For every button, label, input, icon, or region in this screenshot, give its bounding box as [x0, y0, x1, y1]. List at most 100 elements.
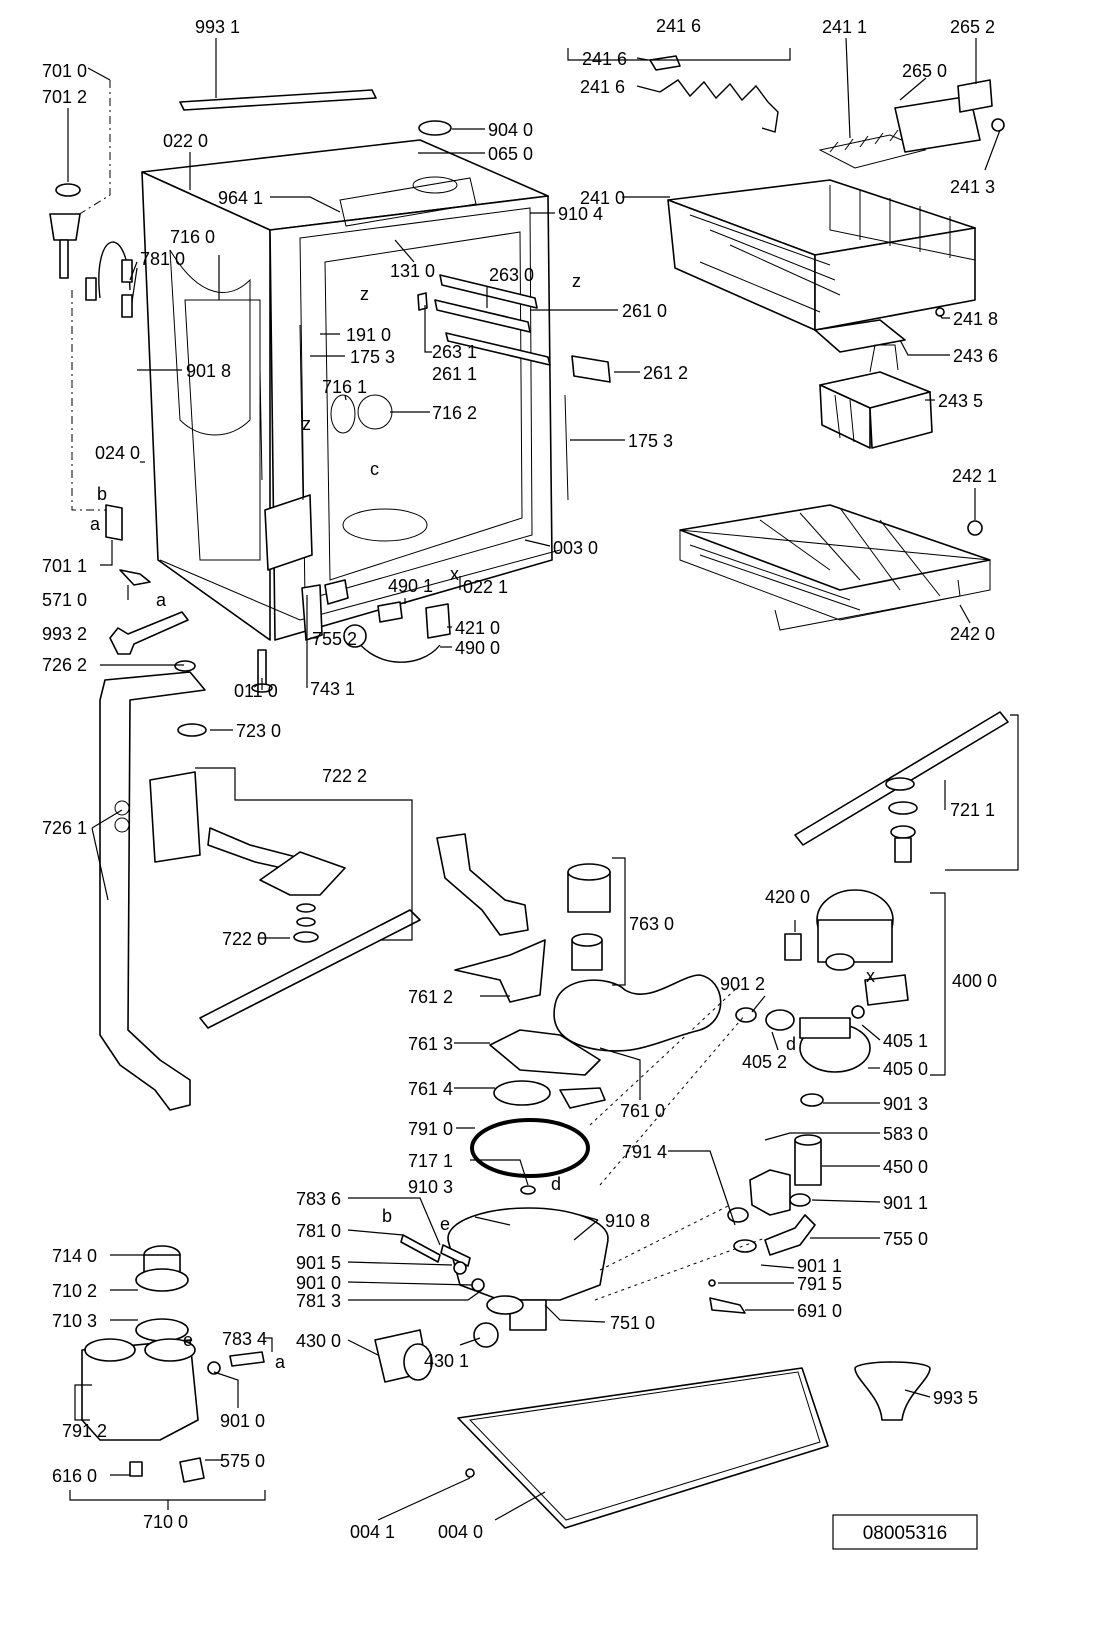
label-616-0: 616 0	[52, 1466, 97, 1486]
letter-z-3: z	[302, 414, 311, 434]
circulation-pipe-drawing	[99, 660, 206, 1111]
label-710-3: 710 3	[52, 1311, 97, 1331]
label-701-1: 701 1	[42, 556, 87, 576]
label-901-8: 901 8	[186, 361, 231, 381]
label-261-1: 261 1	[432, 364, 477, 384]
label-004-1: 004 1	[350, 1522, 395, 1542]
letter-b-2: b	[382, 1206, 392, 1226]
wrench-drawing	[109, 611, 189, 655]
label-242-0: 242 0	[950, 624, 995, 644]
label-726-2: 726 2	[42, 655, 87, 675]
spray-tube-drawing	[436, 833, 529, 936]
label-241-3: 241 3	[950, 177, 995, 197]
pump-housing-drawing	[708, 1007, 871, 1314]
label-450-0: 450 0	[883, 1157, 928, 1177]
label-761-4: 761 4	[408, 1079, 453, 1099]
cutlery-basket-drawing	[814, 319, 933, 449]
label-131-0: 131 0	[390, 261, 435, 281]
label-791-4: 791 4	[622, 1142, 667, 1162]
letter-e-1: e	[440, 1214, 450, 1234]
label-910-8: 910 8	[605, 1211, 650, 1231]
label-241-6-top: 241 6	[656, 16, 701, 36]
microfilter-drawing	[553, 974, 722, 1052]
base-plate-drawing	[457, 1367, 829, 1529]
connection-letters: z z z c b a a x x d d e e b a	[90, 271, 875, 1372]
drawing-code: 08005316	[863, 1523, 948, 1544]
label-743-1: 743 1	[310, 679, 355, 699]
label-964-1: 964 1	[218, 188, 263, 208]
letter-x-1: x	[450, 564, 459, 584]
label-263-1: 263 1	[432, 342, 477, 362]
label-783-6: 783 6	[296, 1189, 341, 1209]
label-755-0: 755 0	[883, 1229, 928, 1249]
label-265-2: 265 2	[950, 17, 995, 37]
label-691-0: 691 0	[797, 1301, 842, 1321]
letter-d-1: d	[786, 1034, 796, 1054]
label-175-3-left: 175 3	[350, 347, 395, 367]
label-901-3: 901 3	[883, 1094, 928, 1114]
label-241-1: 241 1	[822, 17, 867, 37]
label-701-2: 701 2	[42, 87, 87, 107]
label-751-0: 751 0	[610, 1313, 655, 1333]
label-261-2: 261 2	[643, 363, 688, 383]
label-791-2: 791 2	[62, 1421, 107, 1441]
label-993-2: 993 2	[42, 624, 87, 644]
label-783-4: 783 4	[222, 1329, 267, 1349]
label-490-0: 490 0	[455, 638, 500, 658]
label-003-0: 003 0	[553, 538, 598, 558]
label-490-1: 490 1	[388, 576, 433, 596]
label-723-0: 723 0	[236, 721, 281, 741]
label-763-0: 763 0	[629, 914, 674, 934]
label-701-0: 701 0	[42, 61, 87, 81]
label-405-0: 405 0	[883, 1059, 928, 1079]
label-716-0: 716 0	[170, 227, 215, 247]
label-175-3-right: 175 3	[628, 431, 673, 451]
filter-drawing	[567, 863, 611, 971]
label-901-0-mid: 901 0	[296, 1273, 341, 1293]
seal-ring-drawing	[470, 1118, 590, 1178]
label-781-0-lower: 781 0	[296, 1221, 341, 1241]
spray-arm-assembly-drawing	[149, 723, 421, 1029]
carrier-761-2-drawing	[454, 939, 546, 1003]
base-screw-drawing	[465, 1468, 475, 1478]
label-781-0-top: 781 0	[140, 249, 185, 269]
label-901-1-lower: 901 1	[797, 1256, 842, 1276]
label-191-0: 191 0	[346, 325, 391, 345]
letter-d-2: d	[551, 1174, 561, 1194]
label-722-0: 722 0	[222, 929, 267, 949]
label-065-0: 065 0	[488, 144, 533, 164]
leader-lines	[67, 37, 1019, 1521]
label-241-6-low: 241 6	[580, 77, 625, 97]
water-softener-drawing	[81, 1245, 265, 1483]
label-243-6: 243 6	[953, 346, 998, 366]
letter-z-1: z	[360, 284, 369, 304]
label-722-2: 722 2	[322, 766, 367, 786]
label-710-0: 710 0	[143, 1512, 188, 1532]
label-904-0: 904 0	[488, 120, 533, 140]
lower-basket-drawing	[679, 504, 991, 631]
label-901-2: 901 2	[720, 974, 765, 994]
label-241-8: 241 8	[953, 309, 998, 329]
label-261-0: 261 0	[622, 301, 667, 321]
callout-labels: 993 1 701 0 701 2 022 0 904 0 065 0 964 …	[42, 16, 998, 1542]
label-791-5: 791 5	[797, 1274, 842, 1294]
label-243-5: 243 5	[938, 391, 983, 411]
label-011-0: 011 0	[234, 681, 278, 701]
label-420-0: 420 0	[765, 887, 810, 907]
label-421-0: 421 0	[455, 618, 500, 638]
label-265-0: 265 0	[902, 61, 947, 81]
label-901-0-lower: 901 0	[220, 1411, 265, 1431]
label-241-0: 241 0	[580, 188, 625, 208]
letter-a-1: a	[90, 514, 101, 534]
label-405-1: 405 1	[883, 1031, 928, 1051]
part-761-4-drawing	[493, 1080, 551, 1106]
label-910-4: 910 4	[558, 204, 603, 224]
label-583-0: 583 0	[883, 1124, 928, 1144]
letter-a-2: a	[156, 590, 167, 610]
label-571-0: 571 0	[42, 590, 87, 610]
inlet-valve-drawing	[49, 80, 151, 586]
tubes-drawing	[400, 1234, 485, 1292]
label-430-0: 430 0	[296, 1331, 341, 1351]
label-761-2: 761 2	[408, 987, 453, 1007]
